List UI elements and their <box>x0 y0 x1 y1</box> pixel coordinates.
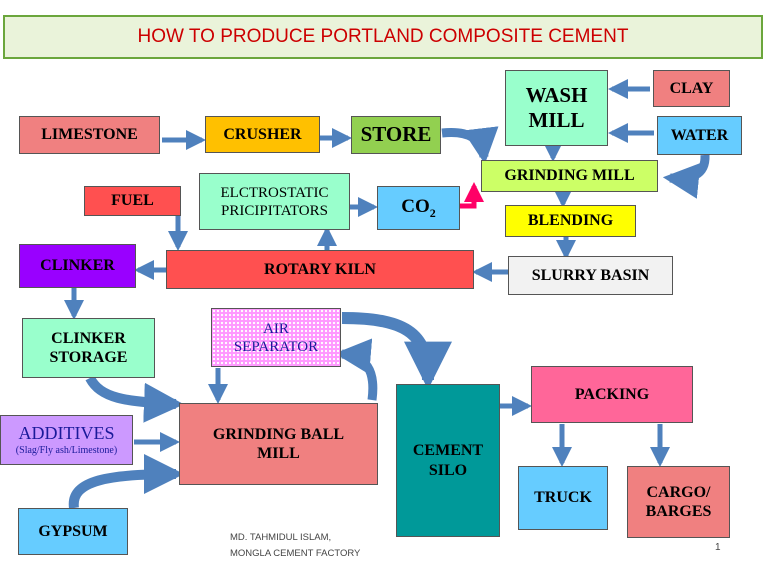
co2-label: CO2 <box>401 196 436 220</box>
water-label: WATER <box>670 126 729 144</box>
footer-credit: MD. TAHMIDUL ISLAM, MONGLA CEMENT FACTOR… <box>230 530 360 562</box>
clinker-label: CLINKER <box>40 257 115 275</box>
air-separator-label-1: AIR <box>263 320 289 337</box>
grinding-mill-label: GRINDING MILL <box>504 167 635 185</box>
rotary-kiln-label: ROTARY KILN <box>264 260 376 278</box>
co2-box: CO2 <box>377 186 460 230</box>
clay-label: CLAY <box>669 79 714 97</box>
footer-author: MD. TAHMIDUL ISLAM, <box>230 532 332 543</box>
wash-mill-box: WASH MILL <box>505 70 608 146</box>
clinker-storage-box: CLINKER STORAGE <box>22 318 155 378</box>
clinker-storage-label-1: CLINKER <box>51 329 126 347</box>
co2-subscript: 2 <box>429 205 436 220</box>
page-title: HOW TO PRODUCE PORTLAND COMPOSITE CEMENT <box>3 15 763 59</box>
packing-label: PACKING <box>574 385 650 403</box>
crusher-label: CRUSHER <box>223 125 302 143</box>
precipitators-box: ELCTROSTATIC PRICIPITATORS <box>199 173 350 230</box>
packing-box: PACKING <box>531 366 693 423</box>
rotary-kiln-box: ROTARY KILN <box>166 250 474 289</box>
store-label: STORE <box>360 122 432 147</box>
cargo-barges-label-1: CARGO/ <box>646 483 711 501</box>
arrow-ball-mill-separator <box>334 338 378 401</box>
air-separator-label-2: SEPARATOR <box>233 338 319 355</box>
additives-sublabel: (Slag/Fly ash/Limestone) <box>15 444 118 456</box>
cement-silo-box: CEMENT SILO <box>396 384 500 537</box>
wash-mill-label-2: MILL <box>528 108 585 132</box>
arrow-gypsum-ball-mill <box>68 454 184 509</box>
page-number: 1 <box>715 542 721 553</box>
additives-box: ADDITIVES (Slag/Fly ash/Limestone) <box>0 415 133 465</box>
arrow-co2-grinding-mill <box>460 182 484 209</box>
grinding-ball-mill-box: GRINDING BALL MILL <box>179 403 378 485</box>
precipitators-label-1: ELCTROSTATIC <box>220 184 329 201</box>
truck-label: TRUCK <box>534 489 592 507</box>
cement-silo-label-1: CEMENT <box>412 442 484 460</box>
crusher-box: CRUSHER <box>205 116 320 153</box>
footer-organization: MONGLA CEMENT FACTORY <box>230 548 361 559</box>
fuel-label: FUEL <box>111 192 154 210</box>
arrow-separator-silo <box>341 312 452 390</box>
blending-box: BLENDING <box>505 205 636 237</box>
cement-silo-label-2: SILO <box>428 461 468 479</box>
wash-mill-label-1: WASH <box>525 82 588 107</box>
limestone-box: LIMESTONE <box>19 116 160 154</box>
limestone-label: LIMESTONE <box>41 126 138 144</box>
grinding-ball-mill-label-2: MILL <box>257 445 300 462</box>
slurry-basin-box: SLURRY BASIN <box>508 256 673 295</box>
cargo-barges-label-2: BARGES <box>645 503 712 520</box>
blending-label: BLENDING <box>527 212 614 230</box>
cargo-barges-box: CARGO/ BARGES <box>627 466 730 538</box>
slurry-basin-label: SLURRY BASIN <box>531 266 650 284</box>
additives-label: ADDITIVES <box>18 423 115 444</box>
grinding-ball-mill-label-1: GRINDING BALL <box>212 425 345 443</box>
co2-main: CO <box>401 195 430 217</box>
gypsum-box: GYPSUM <box>18 508 128 555</box>
arrow-storage-ball-mill <box>85 375 184 423</box>
clinker-box: CLINKER <box>19 244 136 288</box>
arrow-water-grinding-mill <box>662 154 710 199</box>
water-box: WATER <box>657 116 742 155</box>
clinker-storage-label-2: STORAGE <box>49 349 128 366</box>
air-separator-box: AIR SEPARATOR <box>211 308 341 367</box>
truck-box: TRUCK <box>518 466 608 530</box>
store-box: STORE <box>351 116 441 154</box>
fuel-box: FUEL <box>84 186 181 216</box>
gypsum-label: GYPSUM <box>38 522 108 540</box>
precipitators-label-2: PRICIPITATORS <box>221 202 328 219</box>
grinding-mill-box: GRINDING MILL <box>481 160 658 192</box>
arrow-store-grinding-mill <box>441 126 499 165</box>
clay-box: CLAY <box>653 70 730 107</box>
